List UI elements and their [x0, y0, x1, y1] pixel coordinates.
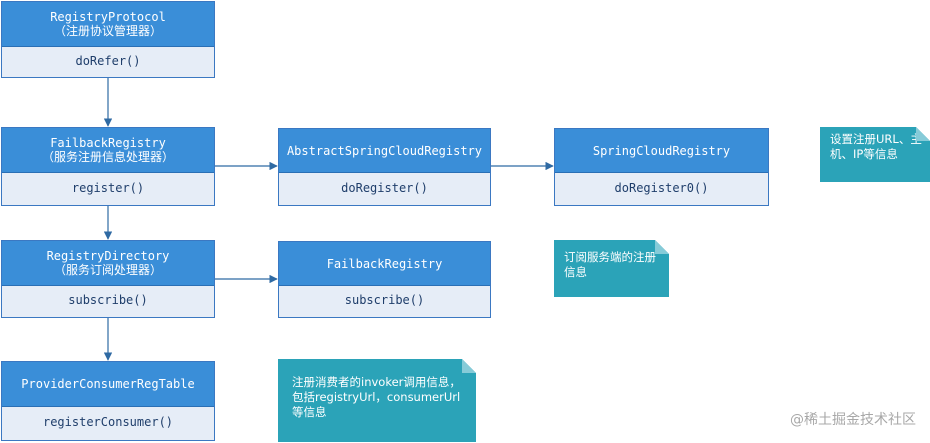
registry-protocol-method: doRefer()	[75, 53, 141, 68]
provider-consumer-regtable-title: ProviderConsumerRegTable	[21, 377, 195, 391]
failback-registry-title: FailbackRegistry	[50, 136, 166, 150]
failback-registry-subscribe-title: FailbackRegistry	[326, 256, 443, 271]
consumer-note: 注册消费者的invoker调用信息， 包括registryUrl，consume…	[278, 359, 476, 442]
provider-consumer-regtable-box: ProviderConsumerRegTable registerConsume…	[1, 361, 215, 441]
registry-directory-subtitle: （服务订阅处理器）	[53, 263, 162, 277]
registry-directory-box: RegistryDirectory （服务订阅处理器） subscribe()	[1, 240, 215, 318]
spring-cloud-registry-method: doRegister0()	[614, 180, 709, 195]
registry-protocol-box: RegistryProtocol （注册协议管理器） doRefer()	[1, 1, 215, 78]
provider-consumer-regtable-header: ProviderConsumerRegTable	[2, 362, 214, 407]
registry-directory-header: RegistryDirectory （服务订阅处理器）	[2, 241, 214, 286]
registry-directory-title: RegistryDirectory	[46, 249, 170, 263]
abstract-spring-cloud-registry-title: AbstractSpringCloudRegistry	[286, 143, 483, 158]
failback-registry-subscribe-box: FailbackRegistry subscribe()	[278, 241, 491, 318]
abstract-spring-cloud-registry-header: AbstractSpringCloudRegistry	[279, 129, 490, 173]
failback-registry-subscribe-method: subscribe()	[344, 293, 425, 307]
spring-cloud-registry-box: SpringCloudRegistry doRegister0()	[554, 128, 769, 206]
registry-protocol-header: RegistryProtocol （注册协议管理器）	[2, 2, 214, 47]
spring-cloud-registry-header: SpringCloudRegistry	[555, 129, 768, 173]
abstract-spring-cloud-registry-method: doRegister()	[341, 180, 428, 195]
failback-registry-method: register()	[71, 180, 145, 195]
failback-registry-box: FailbackRegistry （服务注册信息处理器） register()	[1, 127, 215, 206]
consumer-note-text: 注册消费者的invoker调用信息， 包括registryUrl，consume…	[292, 375, 461, 419]
register-url-note-text: 设置注册URL、主机、IP等信息	[830, 132, 922, 161]
registry-directory-method: subscribe()	[68, 293, 148, 307]
register-url-note: 设置注册URL、主机、IP等信息	[820, 127, 930, 182]
subscribe-note-text: 订阅服务端的注册信息	[564, 250, 656, 279]
registry-protocol-subtitle: （注册协议管理器）	[53, 24, 162, 38]
failback-registry-subtitle: （服务注册信息处理器）	[41, 150, 174, 164]
subscribe-note: 订阅服务端的注册信息	[554, 240, 669, 297]
failback-registry-header: FailbackRegistry （服务注册信息处理器）	[2, 128, 214, 173]
abstract-spring-cloud-registry-box: AbstractSpringCloudRegistry doRegister()	[278, 128, 491, 206]
registry-protocol-title: RegistryProtocol	[50, 10, 166, 24]
spring-cloud-registry-title: SpringCloudRegistry	[592, 143, 731, 158]
provider-consumer-regtable-method: registerConsumer()	[42, 415, 174, 429]
watermark: @稀土掘金技术社区	[790, 412, 916, 428]
failback-registry-subscribe-header: FailbackRegistry	[279, 242, 490, 286]
